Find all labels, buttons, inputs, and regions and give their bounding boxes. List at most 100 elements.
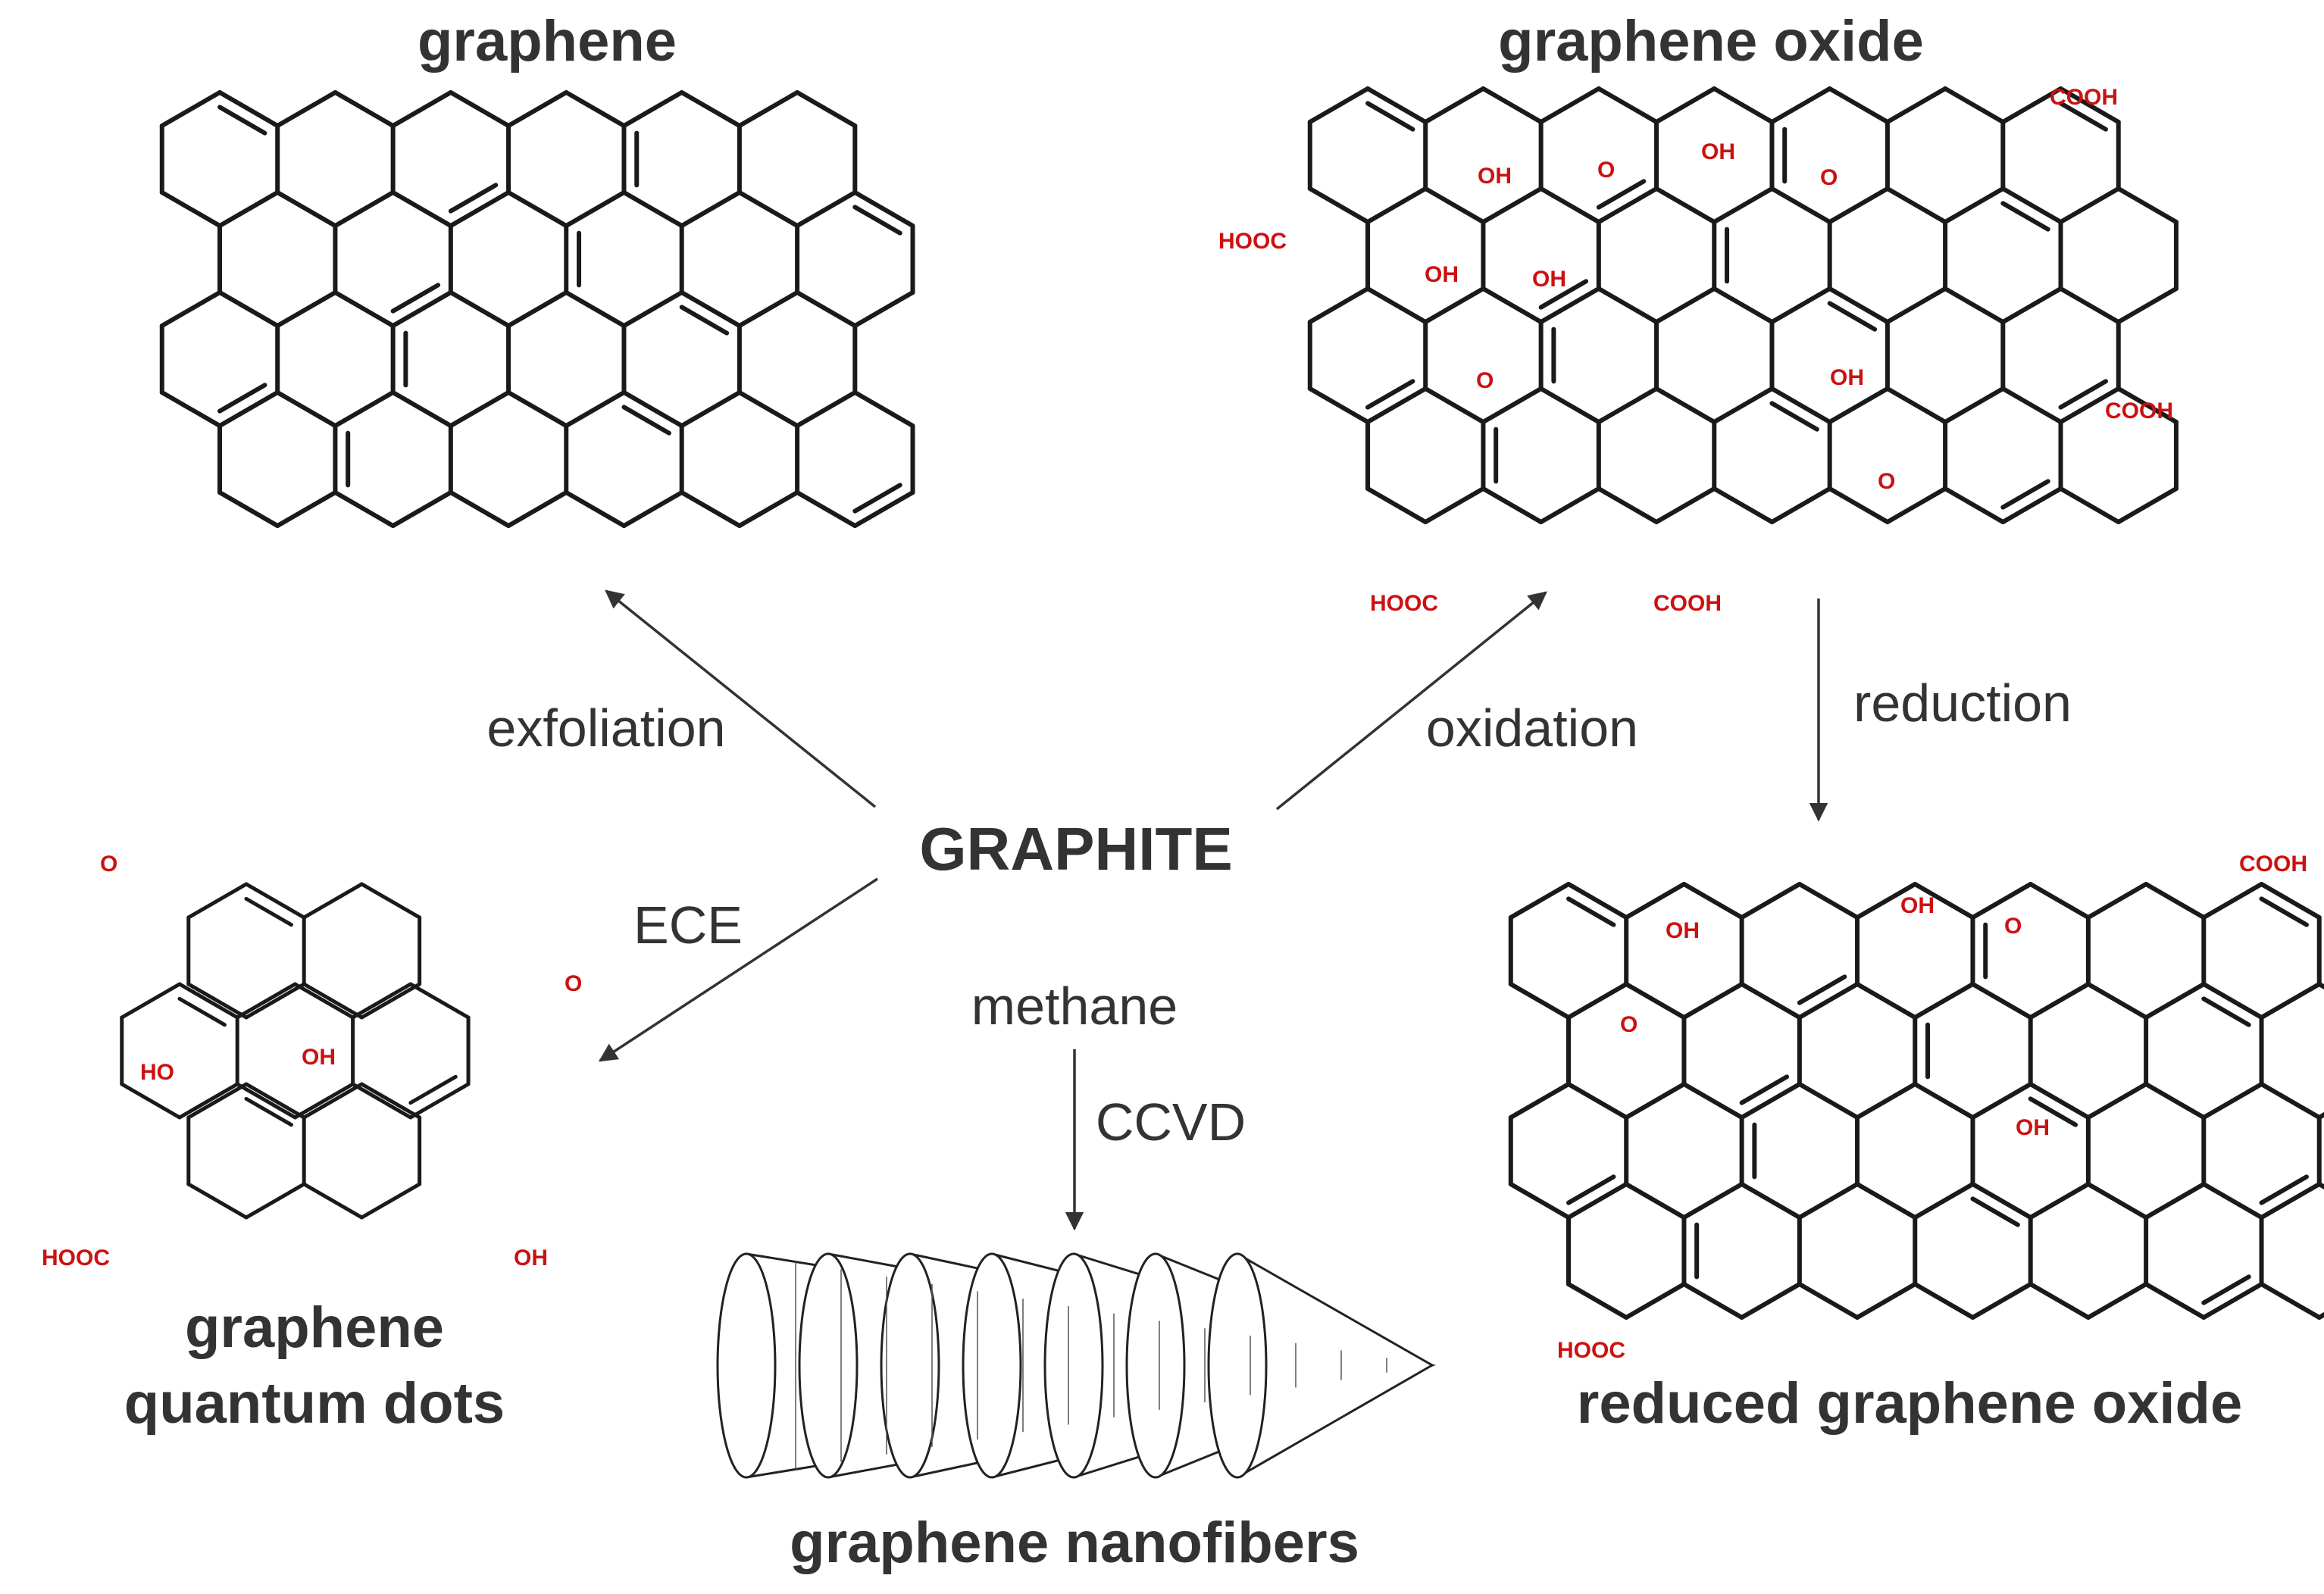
carbon-bond [1307,86,1370,124]
carbon-bond [2058,386,2121,424]
carbon-bond [1827,286,1890,324]
carbon-bond [1769,286,1832,324]
carbon-bond [852,490,915,528]
double-bond [1566,896,1616,927]
carbon-bond [1739,882,1802,920]
carbon-bond [359,882,422,920]
carbon-bond [1423,186,1486,224]
double-bond [408,1074,458,1105]
carbon-bond [1365,486,1428,524]
carbon-bond [506,490,569,528]
carbon-bond [1365,386,1428,424]
carbon-bond [1970,982,2033,1020]
carbon-bond [506,390,569,428]
carbon-bond [621,290,684,328]
double-bond [1970,1196,2020,1227]
double-bond [1739,1074,1790,1105]
ece-label: ECE [633,895,743,955]
carbon-bond [1365,86,1428,124]
carbon-bond [1712,186,1775,224]
carbon-bond [1885,486,1948,524]
carbon-bond [737,490,800,528]
carbon-bond [1681,1282,1744,1320]
carbon-bond [1596,86,1659,124]
carbon-bond [621,190,684,228]
carbon-bond [1538,286,1601,324]
carbon-bond [1624,982,1687,1020]
carbon-bond [1654,186,1717,224]
carbon-bond [120,1082,182,1120]
carbon-bond [1827,486,1890,524]
double-bond [2259,896,2309,927]
carbon-bond [1508,982,1571,1020]
double-bond [2000,201,2050,232]
go-group-epoxide: O [1878,469,1895,494]
double-bond [1566,1174,1616,1205]
carbon-bond [1913,1082,1975,1120]
rgo-group-oh: OH [1900,893,1935,918]
carbon-bond [302,982,364,1020]
carbon-bond [1481,486,1544,524]
carbon-bond [1538,486,1601,524]
carbon-bond [244,1082,306,1120]
carbon-bond [2028,982,2091,1020]
graphene-oxide-functional-groups: COOH OH O OH O OH HOOC OH OH O O COOH HO… [1218,85,2173,616]
carbon-bond [2085,1282,2149,1320]
double-bond [217,383,267,414]
double-bond [2259,1174,2309,1205]
gqd-group-ketone-top: O [100,852,117,877]
carbon-bond [1712,286,1775,324]
carbon-bond [1855,882,1918,920]
carbon-bond [679,490,742,528]
carbon-bond [1654,486,1717,524]
carbon-bond [186,1182,249,1220]
double-bond [390,283,441,314]
carbon-bond [506,290,569,328]
carbon-bond [1307,286,1370,324]
graphene-oxide-lattice-structure [1307,86,2179,524]
rgo-group-epoxide: O [2004,914,2022,939]
graphene-title: graphene [418,9,677,73]
carbon-bond [795,190,858,228]
carbon-bond [1943,486,2006,524]
carbon-bond [1508,1182,1571,1220]
carbon-bond [2316,982,2324,990]
carbon-bond [2201,882,2264,920]
carbon-bond [217,90,280,128]
double-bond [1365,379,1415,410]
gqd-group-ho: HO [140,1060,174,1085]
carbon-bond [1712,86,1775,124]
carbon-bond [1654,86,1717,124]
carbon-bond [244,1182,306,1220]
carbon-bond [1739,1182,1802,1220]
carbon-bond [506,90,569,128]
arrow-oxidation [1275,591,1547,811]
double-bond [621,405,671,436]
carbon-bond [1797,882,1860,920]
carbon-bond [448,190,511,228]
carbon-bond [1855,1182,1918,1220]
carbon-bond [2144,882,2207,920]
carbon-bond [2058,186,2121,224]
carbon-bond [1681,882,1744,920]
carbon-bond [1681,982,1744,1020]
gqd-title-line1: graphene [185,1296,444,1360]
carbon-bond [186,982,249,1020]
carbon-bond [275,190,338,228]
carbon-bond [1769,386,1832,424]
go-group-cooh-top: COOH [2050,85,2118,110]
carbon-bond [1797,1082,1860,1120]
double-bond [2058,101,2108,132]
carbon-bond [1508,1082,1571,1120]
carbon-bond [1913,1182,1975,1220]
carbon-bond [1970,1082,2033,1120]
carbon-bond [275,90,338,128]
go-group-oh: OH [1425,262,1459,287]
carbon-bond [737,290,800,328]
carbon-bond [2201,982,2264,1020]
carbon-bond [1827,86,1890,124]
carbon-bond [2058,486,2121,524]
nanofiber-cone-rim [880,1252,940,1479]
carbon-bond [1365,286,1428,324]
carbon-bond [679,290,742,328]
